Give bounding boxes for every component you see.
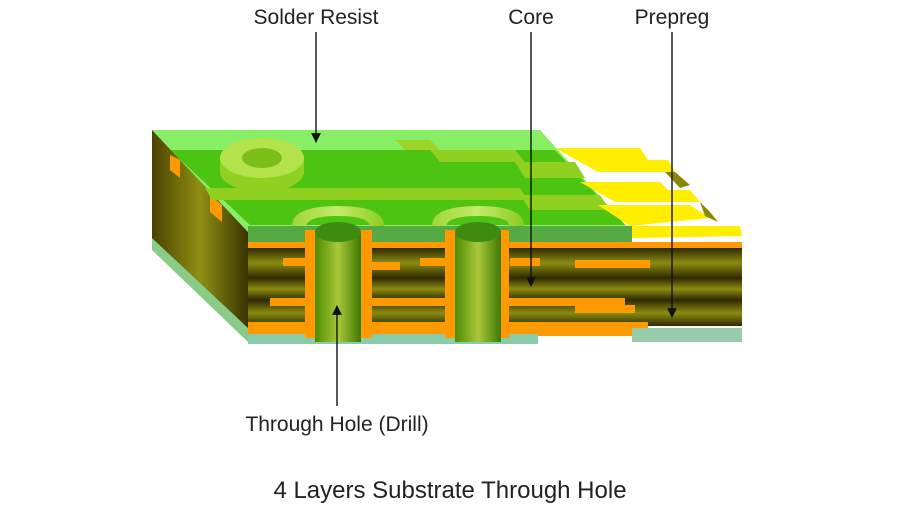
diagram-caption: 4 Layers Substrate Through Hole — [273, 477, 626, 504]
board-left-face — [152, 130, 248, 340]
inner-trace — [510, 258, 540, 266]
via-plating — [445, 230, 457, 338]
through-hole-barrel — [315, 232, 361, 342]
via-plating — [305, 230, 317, 338]
gold-pad — [598, 205, 710, 226]
gold-pad-shadow — [665, 172, 690, 188]
top-pad-hole — [242, 148, 282, 168]
annular-ring — [292, 206, 384, 226]
inner-trace — [575, 260, 650, 268]
through-hole-opening — [315, 222, 361, 242]
left-face-copper-strip — [170, 155, 180, 178]
front-bottom-resist — [632, 328, 742, 342]
surface-trace — [430, 150, 525, 162]
gold-pad-shadow — [700, 202, 718, 222]
gold-pad — [580, 182, 700, 202]
surface-trace — [515, 162, 585, 178]
inner-trace — [575, 305, 635, 313]
through-hole-barrel — [455, 232, 501, 342]
inner-trace — [270, 298, 310, 306]
through-hole-label: Through Hole (Drill) — [245, 413, 428, 436]
prepreg-label: Prepreg — [635, 6, 710, 29]
gold-pad-side — [632, 226, 742, 238]
surface-trace — [395, 140, 440, 150]
inner-trace — [420, 258, 455, 266]
inner-trace — [283, 258, 313, 266]
inner-trace — [370, 262, 400, 270]
through-hole-opening — [455, 222, 501, 242]
via-plating — [360, 230, 372, 338]
gold-pad — [555, 148, 675, 172]
surface-trace — [205, 188, 528, 200]
solder-resist-label: Solder Resist — [254, 6, 379, 29]
left-face-copper-strip — [210, 195, 222, 222]
front-bottom-resist — [248, 334, 538, 344]
surface-trace — [520, 195, 610, 210]
inner-trace — [505, 298, 625, 306]
left-face-bottom-resist — [152, 238, 248, 342]
annular-ring — [432, 206, 524, 226]
core-label: Core — [508, 6, 554, 29]
inner-trace — [372, 298, 447, 306]
